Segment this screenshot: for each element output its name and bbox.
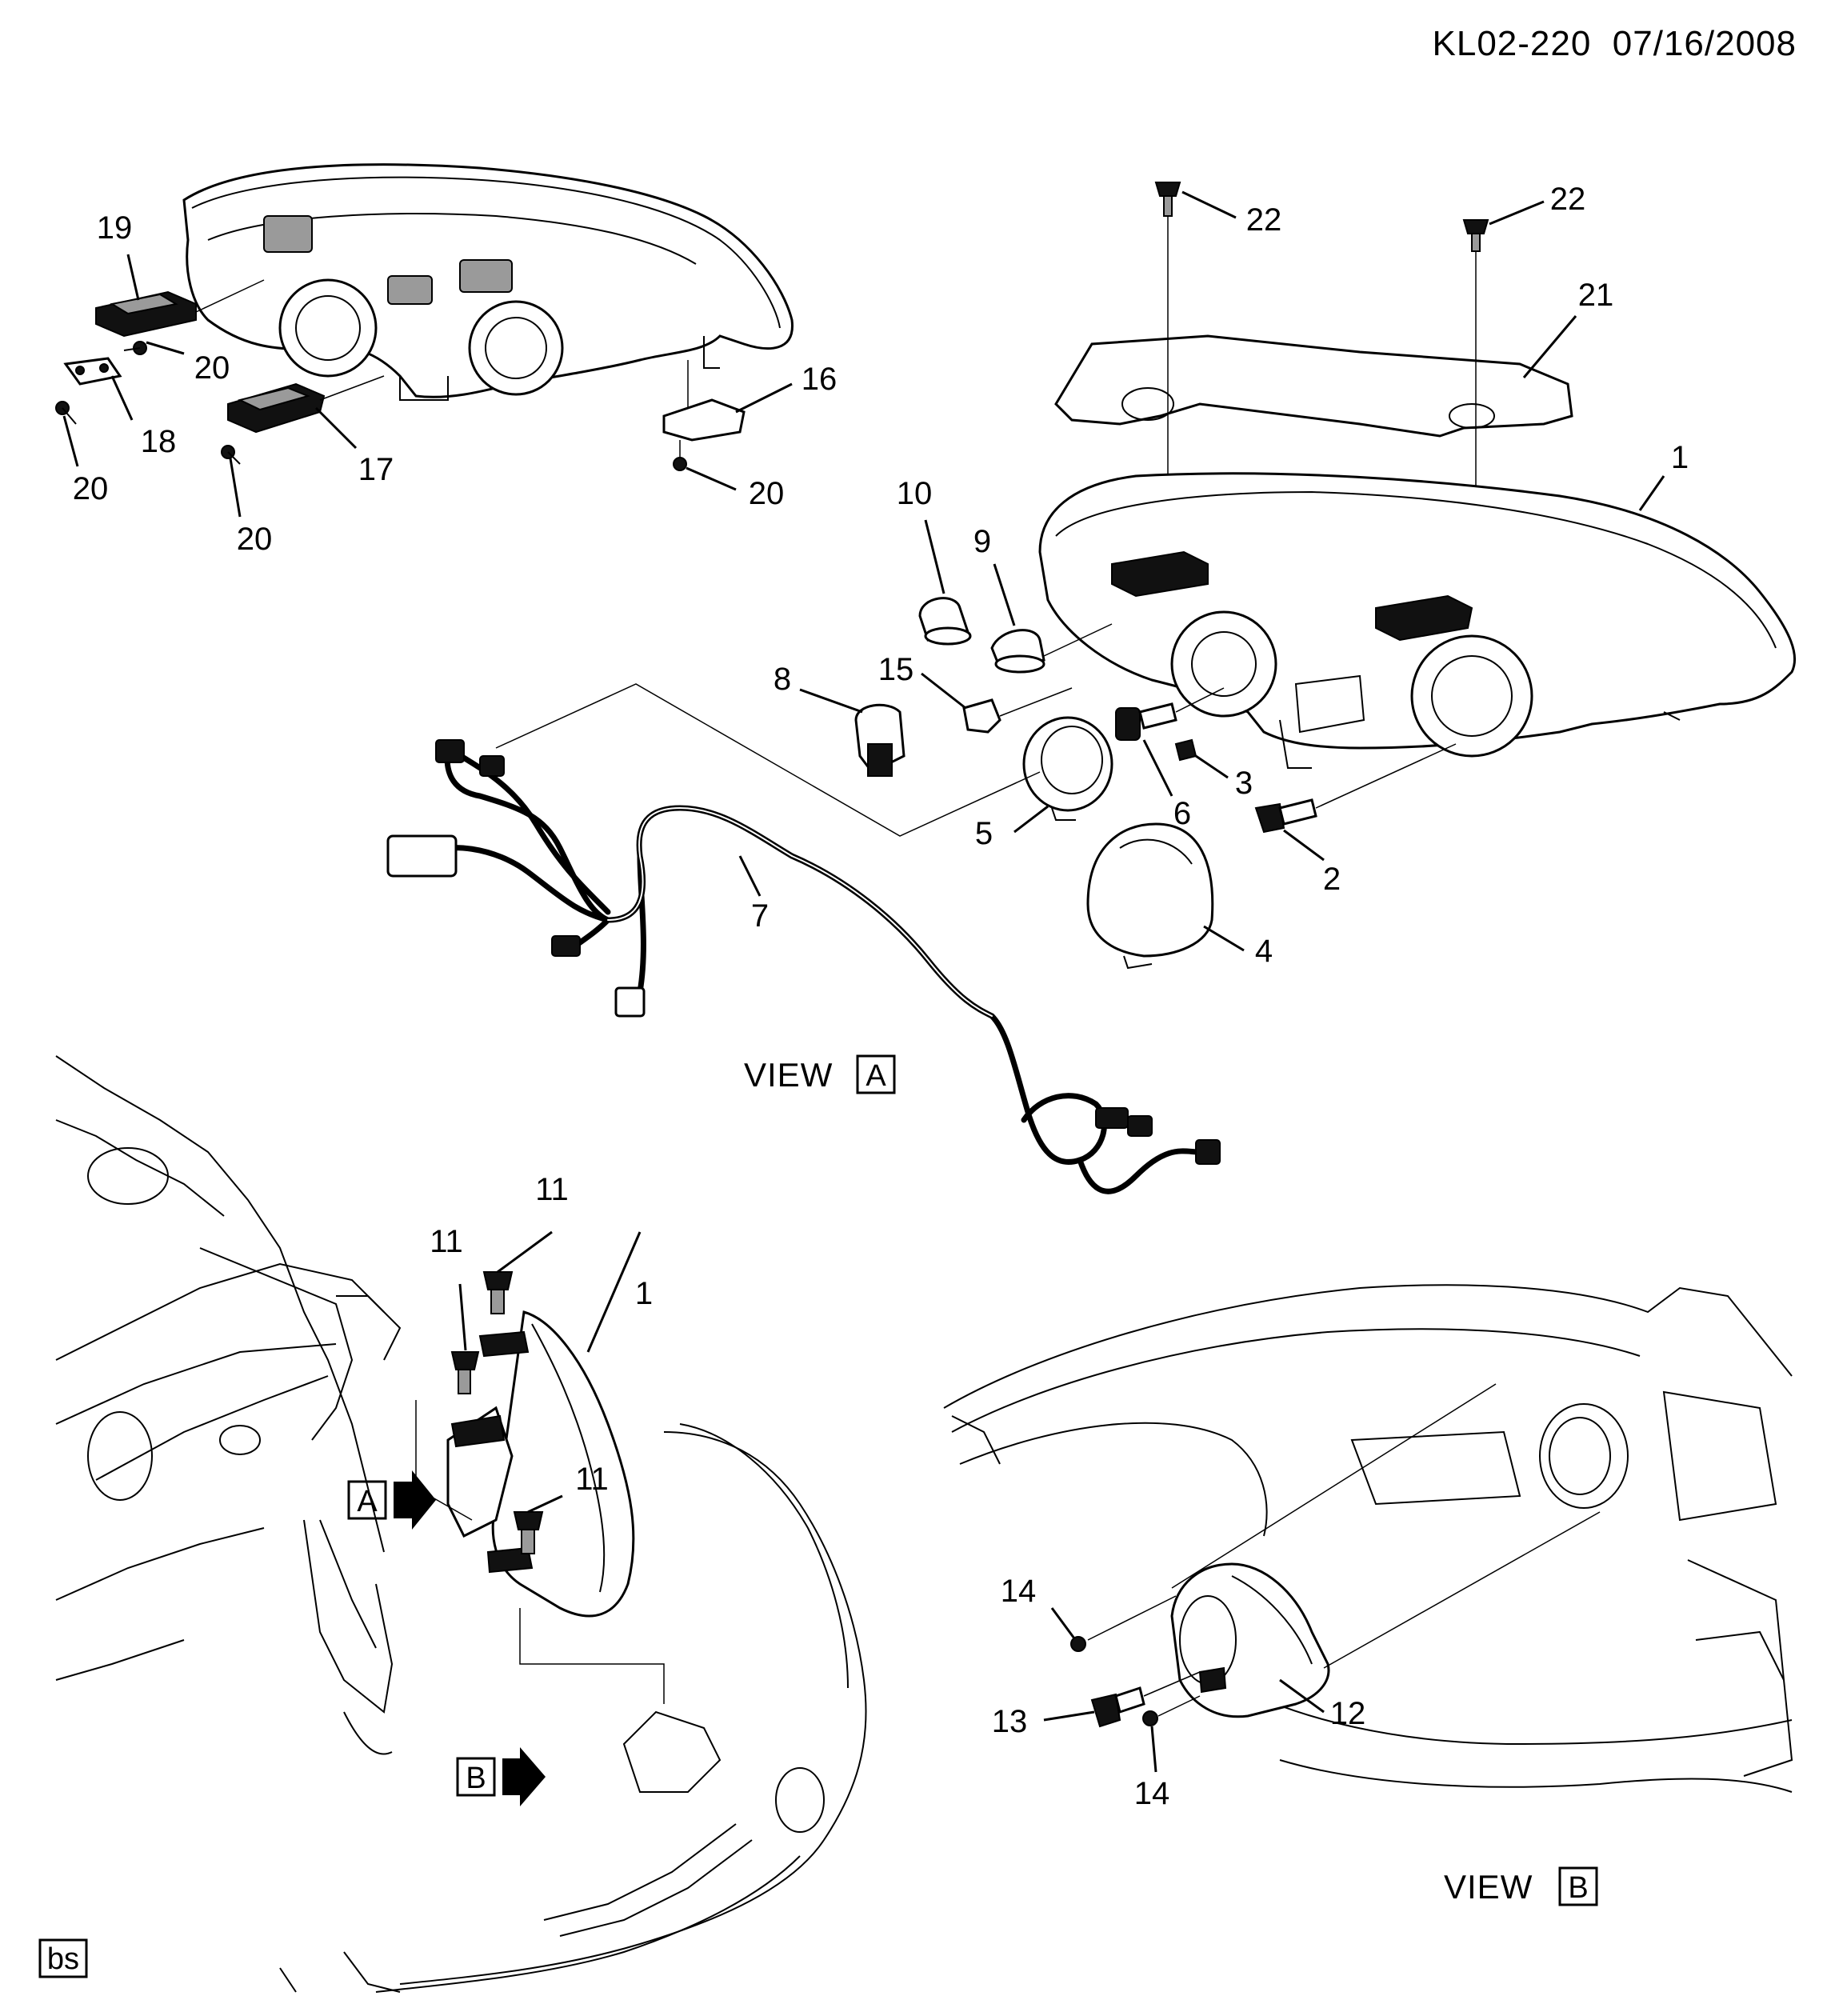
callout-1-top: 1 — [1671, 440, 1689, 475]
view-b-arrow: B — [456, 1747, 546, 1806]
view-b-word: VIEW — [1444, 1868, 1533, 1906]
clip-3 — [1174, 738, 1197, 762]
view-a-arrow: A — [347, 1470, 436, 1530]
bolts-11 — [450, 1271, 544, 1554]
bulb-15 — [962, 687, 1073, 734]
callout-8: 8 — [774, 662, 791, 697]
callout-6: 6 — [1173, 796, 1191, 831]
callout-14-a: 14 — [1001, 1574, 1037, 1609]
callout-11-b: 11 — [430, 1224, 463, 1259]
view-b-letter: B — [1568, 1871, 1588, 1905]
wiring-harness-7 — [386, 739, 1221, 1194]
callout-17: 17 — [358, 452, 394, 487]
screws-14 — [1070, 1595, 1201, 1726]
callout-11-a: 11 — [535, 1172, 569, 1207]
vehicle-front-structure — [55, 1055, 402, 1755]
view-a-word: VIEW — [744, 1056, 833, 1094]
arrow-b-letter: B — [466, 1762, 486, 1795]
bulb-9 — [990, 623, 1113, 674]
socket-13 — [1090, 1671, 1201, 1728]
callout-20-c: 20 — [237, 522, 273, 557]
headlamp-assembly-1 — [1038, 472, 1797, 769]
bulb-2 — [1254, 743, 1457, 834]
callout-22-b: 22 — [1550, 182, 1586, 217]
corner-tag-text: bs — [47, 1942, 79, 1976]
callout-12: 12 — [1330, 1696, 1366, 1731]
callout-9: 9 — [973, 524, 991, 559]
diagram-date: 07/16/2008 — [1612, 24, 1797, 63]
bracket-18 — [63, 357, 122, 386]
callout-leaders — [62, 190, 1665, 1773]
cover-21 — [1054, 216, 1573, 592]
callout-20-a: 20 — [194, 350, 230, 386]
headlamp-installed-1 — [415, 1310, 665, 1704]
headlamp-rear-view — [182, 163, 794, 401]
callout-22-a: 22 — [1246, 202, 1282, 238]
callout-11-c: 11 — [575, 1462, 609, 1497]
bulb-10 — [918, 597, 972, 646]
callout-3: 3 — [1235, 766, 1253, 801]
callout-7: 7 — [751, 898, 769, 934]
cap-4 — [1086, 822, 1214, 970]
fog-lamp-12 — [1170, 1383, 1601, 1718]
callout-10: 10 — [897, 476, 933, 511]
bolts-22 — [1154, 182, 1489, 252]
callout-19: 19 — [97, 210, 133, 246]
callout-21: 21 — [1578, 278, 1614, 313]
fascia-view-b — [943, 1284, 1793, 1793]
arrow-a-letter: A — [357, 1485, 378, 1518]
diagram-code-number: KL02-220 — [1432, 24, 1592, 63]
cap-5 — [1022, 716, 1113, 821]
callout-4: 4 — [1255, 934, 1273, 969]
callout-13: 13 — [992, 1704, 1028, 1739]
adjuster-19 — [95, 279, 265, 338]
callout-1-bottom: 1 — [635, 1276, 653, 1311]
callout-5: 5 — [975, 816, 993, 851]
adjuster-17 — [227, 375, 385, 434]
callout-numbers: 19 20 18 20 17 20 16 20 22 22 21 1 10 9 … — [73, 182, 1689, 1811]
bumper-fascia — [279, 1423, 867, 1993]
callout-2: 2 — [1323, 862, 1341, 897]
view-a-frame — [495, 683, 1041, 837]
callout-15: 15 — [878, 652, 914, 687]
callout-18: 18 — [141, 424, 177, 459]
callout-14-b: 14 — [1134, 1776, 1170, 1811]
callout-16: 16 — [802, 362, 838, 397]
socket-8 — [854, 703, 906, 777]
view-a-label: VIEW A — [744, 1054, 896, 1094]
bulb-6 — [1115, 687, 1225, 741]
callout-20-b: 20 — [73, 471, 109, 506]
diagram-code: KL02-220 07/16/2008 — [1433, 24, 1797, 64]
callout-20-d: 20 — [749, 476, 785, 511]
view-a-letter: A — [866, 1059, 886, 1093]
view-b-label: VIEW B — [1444, 1866, 1598, 1906]
corner-tag: bs — [38, 1938, 88, 1978]
bracket-16 — [662, 360, 746, 460]
screws-20 — [55, 341, 687, 471]
